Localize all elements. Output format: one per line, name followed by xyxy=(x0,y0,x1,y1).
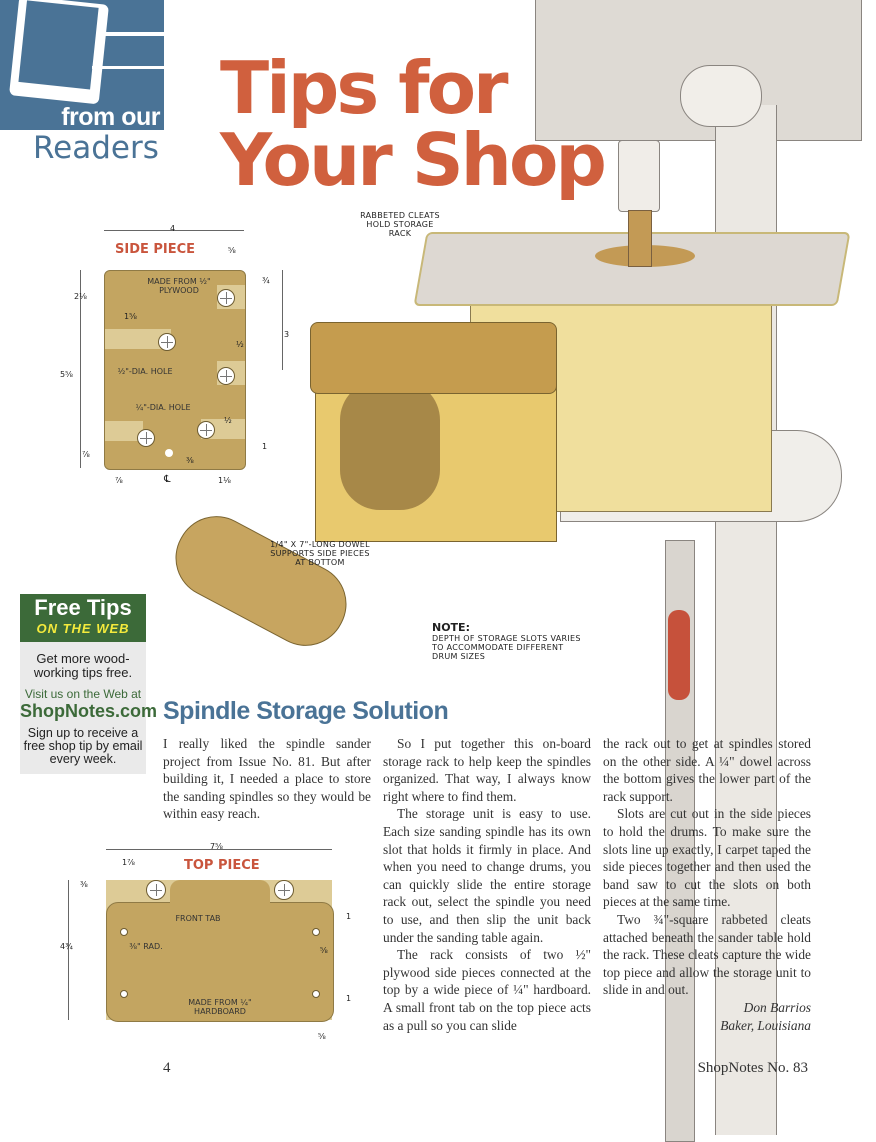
front-tab-note: FRONT TAB xyxy=(175,914,221,923)
dim-right-bottom: 1 xyxy=(346,994,352,1003)
dim-height: 5⅝ xyxy=(60,370,73,379)
centerline-mark: ℄ xyxy=(164,474,171,485)
front-tab xyxy=(170,880,270,910)
issue-label: ShopNotes No. 83 xyxy=(697,1060,808,1076)
callout-dowel: 1/4" x 7"-long dowel supports side piece… xyxy=(270,540,370,567)
article-headline: Spindle Storage Solution xyxy=(163,697,449,725)
dim-bottom-left-rise: ⅞ xyxy=(82,450,90,459)
paragraph-3: The storage unit is easy to use. Each si… xyxy=(383,806,591,945)
free-tips-box: Free Tips ON THE WEB Get more wood-worki… xyxy=(20,594,158,774)
quarter-inch-hole-note: ¼"-DIA. HOLE xyxy=(135,403,191,412)
sanding-drum-mounted xyxy=(628,210,652,267)
drill-chuck xyxy=(618,140,660,212)
paragraph-5: Slots are cut out in the side pieces to … xyxy=(603,806,811,910)
dim-right-top: 1 xyxy=(346,912,352,921)
article-column-2: So I put together this on-board storage … xyxy=(383,735,591,1034)
title-line-2: Your Shop xyxy=(220,118,607,202)
dim-top-left-depth: 2⅛ xyxy=(74,292,87,301)
note-text: Depth of storage slots varies to accommo… xyxy=(432,634,581,661)
dim-lower-right-slot: ½ xyxy=(224,416,232,425)
side-piece-board: MADE FROM ½" PLYWOOD ½"-DIA. HOLE ¼"-DIA… xyxy=(104,270,246,470)
dim-top-width: 7⅝ xyxy=(210,842,223,851)
dim-bottom-inset: ⅝ xyxy=(318,1032,326,1041)
stamp-icon xyxy=(9,0,109,105)
free-tips-visit: Visit us on the Web at xyxy=(24,687,142,701)
dim-center-hole: ⅜ xyxy=(186,456,194,465)
dim-top-drop: ⅜ xyxy=(80,880,88,889)
side-piece-drawing: 4 SIDE PIECE ⅝ MADE FROM ½" PLYWOOD ½"-D… xyxy=(60,222,300,492)
dim-top-height: 4¾ xyxy=(60,942,73,951)
page-title: Tips for Your Shop xyxy=(220,46,607,202)
note-callout: NOTE: Depth of storage slots varies to a… xyxy=(432,621,582,662)
paragraph-4-part-2: the rack out to get at spindles stored o… xyxy=(603,736,811,804)
free-tips-title: Free Tips xyxy=(34,595,132,620)
dim-bottom-left: ⅞ xyxy=(115,476,123,485)
dim-lower-right-rise: 1 xyxy=(262,442,268,451)
top-material-note: MADE FROM ¼" HARDBOARD xyxy=(188,998,252,1016)
paragraph-2: So I put together this on-board storage … xyxy=(383,736,591,804)
dim-top-right-offset: ⅝ xyxy=(228,246,236,255)
top-piece-drawing: 7⅝ 1⅞ TOP PIECE FRONT TAB ⅜" RAD. MADE F… xyxy=(60,842,370,1052)
free-tips-signup: Sign up to receive a free shop tip by em… xyxy=(23,726,143,766)
article-column-1: I really liked the spindle sander projec… xyxy=(163,735,371,823)
logo-from-text: from our xyxy=(61,103,160,130)
dim-tab-offset: 1⅞ xyxy=(122,858,135,867)
stored-drum xyxy=(340,380,440,510)
paragraph-4-part-1: The rack consists of two ½" plywood side… xyxy=(383,947,591,1033)
dim-slot-left: 1⅝ xyxy=(124,312,137,321)
author-name: Don Barrios xyxy=(743,999,811,1015)
note-heading: NOTE: xyxy=(432,621,470,634)
shopnotes-link[interactable]: ShopNotes.com xyxy=(20,701,158,721)
logo-readers-text: Readers xyxy=(33,130,159,166)
side-material-note: MADE FROM ½" PLYWOOD xyxy=(147,277,211,295)
paragraph-6: Two ¾"-square rabbeted cleats attached b… xyxy=(603,911,811,998)
side-piece-label: SIDE PIECE xyxy=(115,242,196,257)
dim-right-inset: ⅝ xyxy=(320,946,328,955)
clamp-handle xyxy=(668,610,690,700)
dim-width: 4 xyxy=(170,224,176,233)
radius-note: ⅜" RAD. xyxy=(129,942,163,951)
top-piece-board xyxy=(106,902,334,1022)
half-inch-hole-note: ½"-DIA. HOLE xyxy=(117,367,173,376)
title-line-1: Tips for xyxy=(220,46,509,130)
dim-mid-right: ½ xyxy=(236,340,244,349)
quill-hub xyxy=(680,65,762,127)
dim-bottom-right: 1⅛ xyxy=(218,476,231,485)
rack-top-piece xyxy=(310,322,557,394)
free-tips-line1: Get more wood-working tips free. xyxy=(33,651,133,680)
top-piece-label: TOP PIECE xyxy=(184,858,260,873)
from-our-readers-logo: from our xyxy=(0,0,164,130)
article-column-3: the rack out to get at spindles stored o… xyxy=(603,735,811,1034)
author-location: Baker, Louisiana xyxy=(720,1017,811,1033)
dim-top-right-drop: ¾ xyxy=(262,276,270,285)
free-tips-subtitle: ON THE WEB xyxy=(36,621,130,636)
free-tips-header: Free Tips ON THE WEB xyxy=(20,594,146,642)
dim-right-span: 3 xyxy=(284,330,290,339)
callout-cleats: Rabbeted cleats hold storage rack xyxy=(360,211,440,238)
paragraph-1: I really liked the spindle sander projec… xyxy=(163,736,371,822)
page-number: 4 xyxy=(163,1060,171,1076)
